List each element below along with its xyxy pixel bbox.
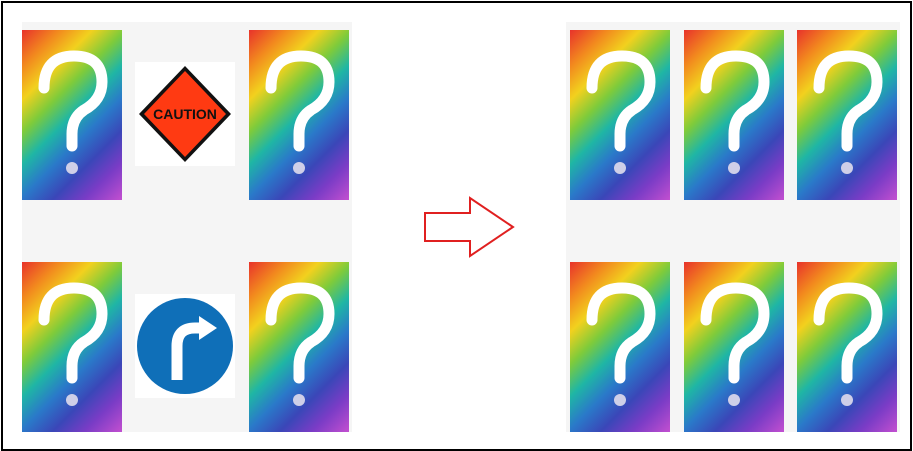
turn-sign-circle [137,298,233,394]
hidden-card[interactable] [684,30,784,200]
question-mark-icon [700,50,770,174]
turn-right-arrow-icon [171,322,201,380]
hidden-card[interactable] [797,30,897,200]
hidden-card[interactable] [22,30,122,200]
right-arrow-outline-icon [424,196,515,258]
hidden-card[interactable] [22,262,122,432]
caution-sign-text: CAUTION [153,106,217,122]
turn-right-sign-icon [137,298,233,394]
hidden-card[interactable] [249,262,349,432]
question-mark-icon [265,50,335,174]
question-mark-icon [586,50,656,174]
hidden-card[interactable] [684,262,784,432]
right-grid [566,22,900,432]
hidden-card[interactable] [570,30,670,200]
hidden-card[interactable] [249,30,349,200]
question-mark-icon [38,282,108,406]
hidden-card[interactable] [570,262,670,432]
left-grid: CAUTION [22,22,352,432]
turn-right-sign[interactable] [135,294,235,398]
question-mark-icon [813,50,883,174]
caution-sign[interactable]: CAUTION [135,62,235,166]
question-mark-icon [38,50,108,174]
question-mark-icon [813,282,883,406]
hidden-card[interactable] [797,262,897,432]
question-mark-icon [700,282,770,406]
question-mark-icon [265,282,335,406]
caution-sign-icon: CAUTION [139,66,231,162]
question-mark-icon [586,282,656,406]
turn-right-arrowhead [199,316,217,340]
caution-sign-fill [144,71,226,157]
arrow-shape [424,196,515,258]
